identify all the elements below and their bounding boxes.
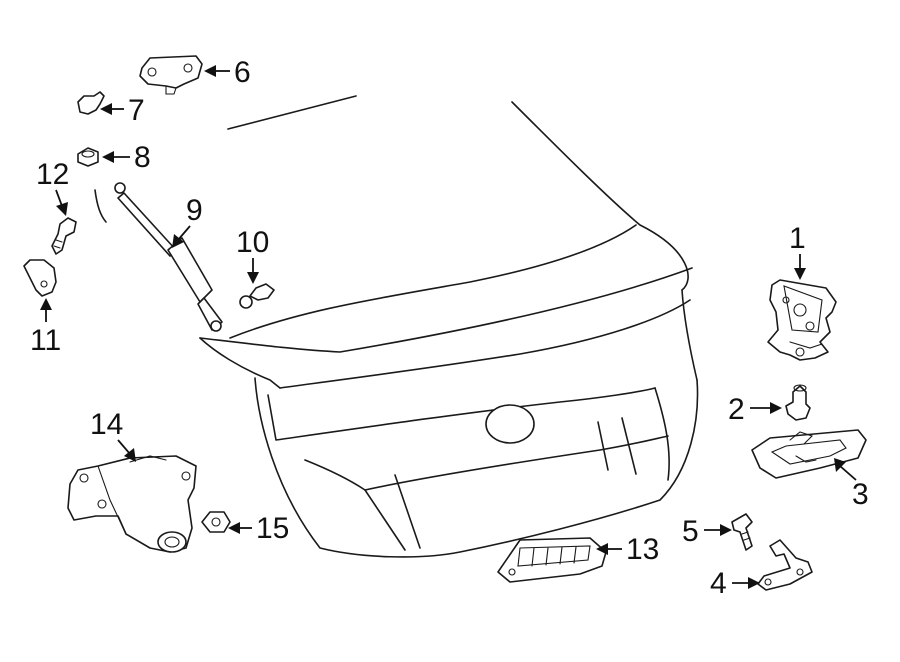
bracket-part-4 bbox=[757, 539, 813, 591]
bolt-part-7 bbox=[77, 91, 105, 115]
liftgate-outline bbox=[227, 95, 357, 130]
ball-stud-part-10 bbox=[239, 283, 275, 309]
callout-13: 13 bbox=[626, 533, 659, 566]
callout-11: 11 bbox=[30, 324, 61, 357]
latch-part-1 bbox=[767, 279, 837, 361]
callout-4: 4 bbox=[710, 567, 727, 600]
callout-3: 3 bbox=[852, 478, 869, 511]
callout-7: 7 bbox=[128, 94, 145, 127]
nut-part-8 bbox=[77, 147, 99, 167]
callout-9: 9 bbox=[186, 194, 203, 227]
callout-2: 2 bbox=[728, 393, 745, 426]
nut-part-15 bbox=[201, 511, 231, 533]
callouts: 1 2 3 4 5 6 7 8 9 10 bbox=[30, 56, 869, 600]
callout-10: 10 bbox=[236, 226, 269, 259]
liftgate-body bbox=[94, 95, 699, 558]
handle-part-3 bbox=[751, 429, 867, 479]
actuator-part-14 bbox=[67, 455, 197, 553]
callout-15: 15 bbox=[256, 512, 289, 545]
callout-1: 1 bbox=[789, 222, 806, 255]
bracket-part-11 bbox=[23, 259, 57, 297]
callout-8: 8 bbox=[134, 141, 151, 174]
callout-6: 6 bbox=[234, 56, 251, 89]
bolt-part-12 bbox=[51, 217, 77, 255]
screw-part-5 bbox=[731, 513, 753, 551]
callout-5: 5 bbox=[682, 515, 699, 548]
strut-part-9 bbox=[114, 182, 223, 332]
bolt-part-2 bbox=[785, 384, 811, 421]
handle-part-13 bbox=[497, 537, 607, 583]
callout-14: 14 bbox=[90, 408, 123, 441]
bracket-part-6 bbox=[139, 55, 203, 95]
emblem bbox=[485, 404, 535, 444]
callout-12: 12 bbox=[36, 158, 69, 191]
